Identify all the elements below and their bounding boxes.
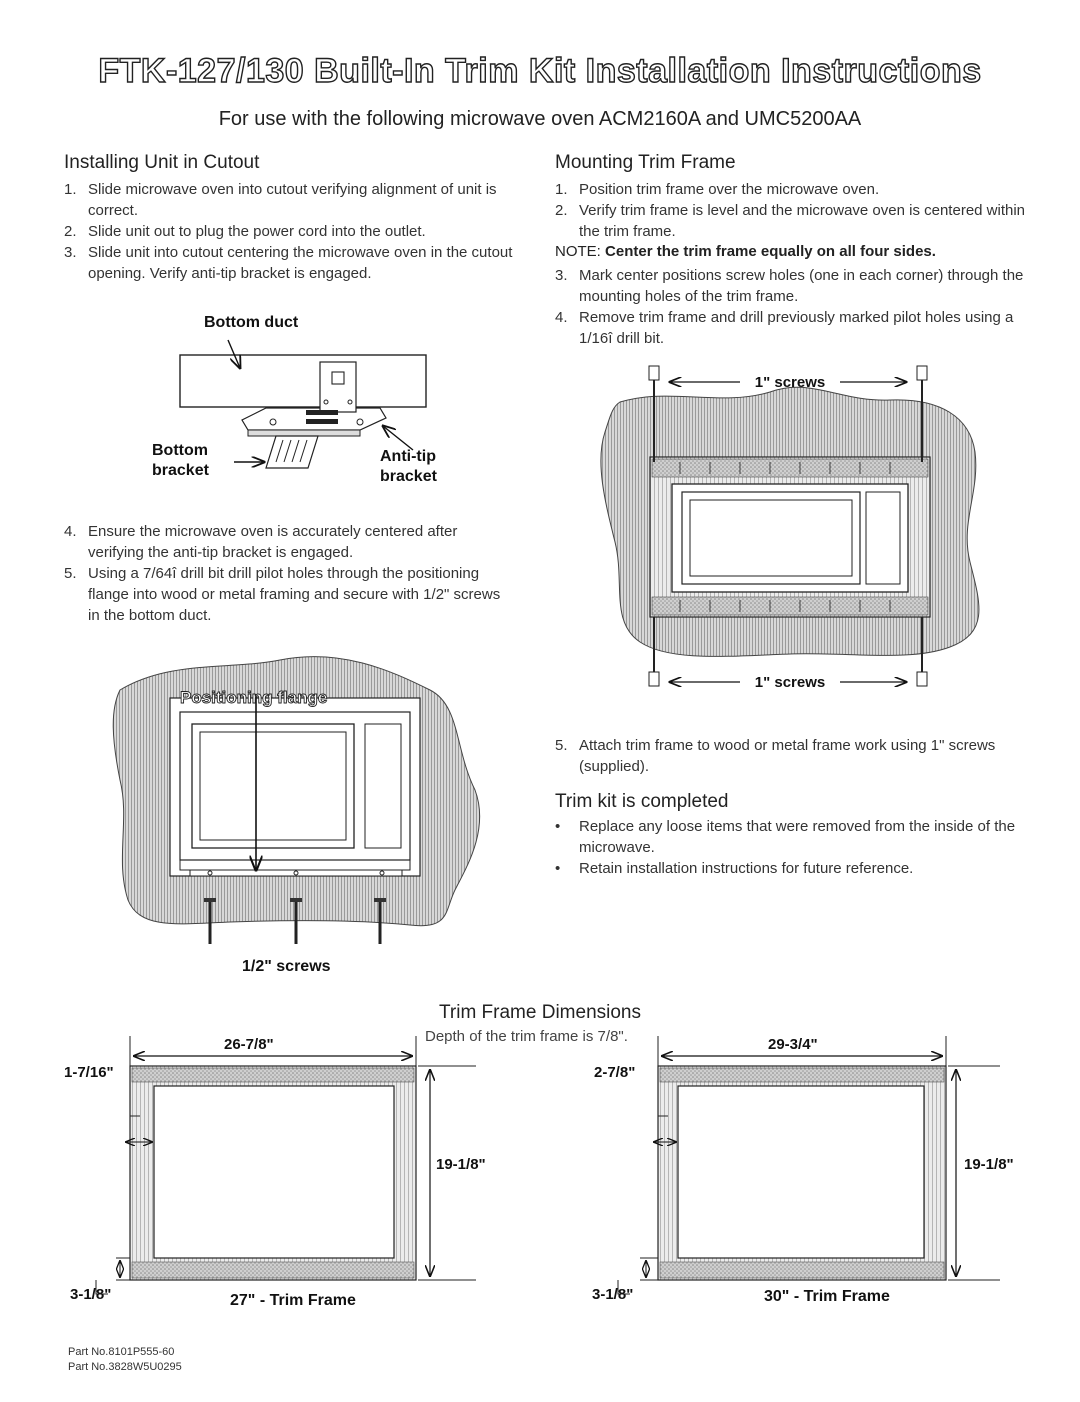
mounting-step-5: 5.Attach trim frame to wood or metal fra…	[555, 735, 1025, 777]
mount-step-4: 4.Remove trim frame and drill previously…	[555, 309, 1014, 347]
frame-27-diagram: 26-7/8" 1-7/16" 19-1/8" 3-1/8" 27" - Tri…	[56, 1036, 496, 1336]
mounting-steps: 1.Position trim frame over the microwave…	[555, 179, 1025, 242]
install-step-2: 2.Slide unit out to plug the power cord …	[64, 223, 426, 240]
top-screws-label: 1" screws	[754, 374, 826, 391]
part-numbers: Part No.8101P555-60 Part No.3828W5U0295	[68, 1345, 182, 1375]
anti-tip-label-2: bracket	[380, 468, 437, 485]
frame-27-bottom: 3-1/8"	[70, 1286, 112, 1303]
frame-27-width: 26-7/8"	[224, 1036, 274, 1053]
note-prefix: NOTE:	[555, 243, 601, 260]
install-step-5: 5.Using a 7/64î drill bit drill pilot ho…	[64, 565, 501, 624]
install-step-3: 3.Slide unit into cutout centering the m…	[64, 244, 513, 282]
installing-heading: Installing Unit in Cutout	[64, 152, 260, 173]
flange-diagram: Positioning flange 1/2" screws	[110, 640, 490, 980]
bottom-bracket-label-2: bracket	[152, 462, 209, 479]
frame-30-side: 2-7/8"	[594, 1064, 636, 1081]
part-number-2: Part No.3828W5U0295	[68, 1361, 182, 1373]
installing-steps: 1.Slide microwave oven into cutout verif…	[64, 179, 534, 284]
trim-mount-diagram: 1" screws 1" screws	[590, 362, 1010, 710]
bottom-duct-label: Bottom duct	[204, 314, 299, 331]
bottom-screws-label: 1" screws	[754, 674, 826, 691]
note-text: Center the trim frame equally on all fou…	[605, 243, 936, 260]
page-title: FTK-127/130 Built-In Trim Kit Installati…	[98, 51, 982, 90]
frame-30-width: 29-3/4"	[768, 1036, 818, 1053]
bracket-diagram: Bottom duct Bottom bracket Anti-tip brac…	[148, 310, 458, 500]
dimensions-heading: Trim Frame Dimensions	[439, 1002, 641, 1023]
positioning-flange-label: Positioning flange	[180, 688, 328, 708]
part-number-1: Part No.8101P555-60	[68, 1346, 175, 1358]
installing-steps-b: 4.Ensure the microwave oven is accuratel…	[64, 521, 504, 626]
install-step-1: 1.Slide microwave oven into cutout verif…	[64, 181, 497, 219]
half-inch-screws-label: 1/2" screws	[242, 958, 331, 975]
bottom-bracket-label-1: Bottom	[152, 442, 208, 459]
mount-step-5: 5.Attach trim frame to wood or metal fra…	[555, 737, 996, 775]
frame-30-height: 19-1/8"	[964, 1156, 1014, 1173]
completed-heading: Trim kit is completed	[555, 791, 729, 812]
completed-bullet-1: •Replace any loose items that were remov…	[555, 818, 1016, 856]
completed-bullet-2: •Retain installation instructions for fu…	[555, 860, 914, 877]
mount-step-1: 1.Position trim frame over the microwave…	[555, 181, 880, 198]
frame-30-bottom: 3-1/8"	[592, 1286, 634, 1303]
mount-step-3: 3.Mark center positions screw holes (one…	[555, 267, 1024, 305]
install-step-4: 4.Ensure the microwave oven is accuratel…	[64, 523, 458, 561]
completed-bullets: •Replace any loose items that were remov…	[555, 816, 1025, 879]
frame-27-caption: 27" - Trim Frame	[230, 1292, 356, 1309]
anti-tip-label-1: Anti-tip	[380, 448, 436, 465]
frame-30-caption: 30" - Trim Frame	[764, 1288, 890, 1305]
mounting-steps-b: 3.Mark center positions screw holes (one…	[555, 265, 1025, 349]
frame-27-side: 1-7/16"	[64, 1064, 114, 1081]
mounting-heading: Mounting Trim Frame	[555, 152, 736, 173]
depth-note: Depth of the trim frame is 7/8".	[425, 1028, 628, 1045]
mounting-note: NOTE: Center the trim frame equally on a…	[555, 243, 936, 260]
page-subtitle: For use with the following microwave ove…	[218, 108, 862, 130]
mount-step-2: 2.Verify trim frame is level and the mic…	[555, 202, 1026, 240]
frame-30-diagram: 29-3/4" 2-7/8" 19-1/8" 3-1/8" 30" - Trim…	[580, 1036, 1040, 1336]
frame-27-height: 19-1/8"	[436, 1156, 486, 1173]
